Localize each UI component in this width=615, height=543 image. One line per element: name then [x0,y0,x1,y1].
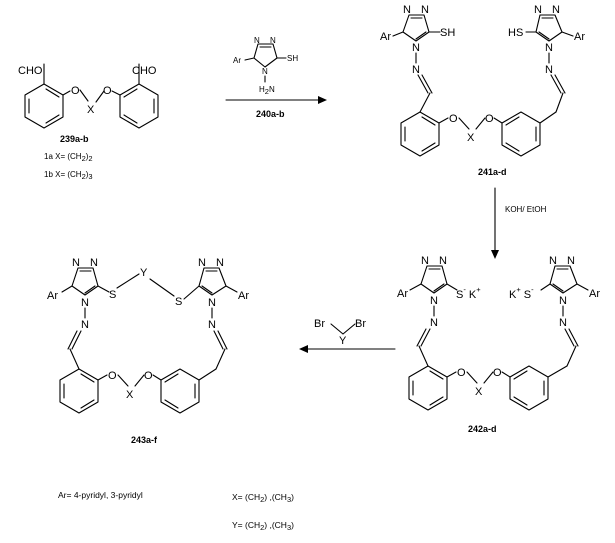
ar-243-r: Ar [238,290,249,302]
n-240-a: N [254,36,260,45]
n-242-2: N [439,255,447,267]
n-241-8: N [545,64,553,76]
n-243-6: N [216,257,224,269]
n-241-4: N [412,64,420,76]
x-242: X [475,386,483,398]
ar-240: Ar [233,56,241,65]
ar-242-r: Ar [589,288,600,300]
n-241-5: N [534,4,542,16]
o-right-label: O [103,85,112,97]
compound-239-id: 239a-b [60,134,89,144]
n-243-1: N [72,257,80,269]
n-241-1: N [403,4,411,16]
y-definition: Y= (CH2) ,(CH3) [232,520,294,532]
compound-243-id: 243a-f [131,435,158,445]
hs-241: HS [508,27,523,39]
reagent-240: N N SH Ar N H2N [233,36,298,96]
n-243-8: N [208,319,216,331]
arrow-1: 240a-b [225,96,327,119]
n-240-c: N [262,67,268,76]
n-242-5: N [549,255,557,267]
sh-241: SH [440,27,455,39]
n-242-8: N [559,317,567,329]
o-243-l: O [108,370,117,382]
n-243-3: N [81,297,89,309]
s-243-l: S [109,289,116,301]
sh-240: SH [287,54,298,63]
n-241-6: N [552,4,560,16]
n-242-7: N [559,295,567,307]
compound-241: N N SH Ar N N N N HS Ar N N O X O [380,4,585,177]
n-242-4: N [430,317,438,329]
o-241-l: O [449,113,458,125]
n-240-b: N [270,36,276,45]
o-242-l: O [457,367,466,379]
n-243-4: N [81,319,89,331]
sub-1b: 1b X= (CH2)3 [44,170,93,181]
ar-definition: Ar= 4-pyridyl, 3-pyridyl [58,490,143,500]
o-left-label: O [71,85,80,97]
n-241-3: N [412,42,420,54]
ar-241-l: Ar [380,31,391,43]
s-243-r: S [175,296,182,308]
compound-239: CHO O X O CHO 239a-b 1a X= (CH2)2 1b X= … [18,63,159,181]
arrow-2: KOH/ EtOH [491,187,547,259]
n-241-7: N [545,42,553,54]
compound-241-id: 241a-d [478,167,507,177]
n-243-7: N [208,297,216,309]
br-left: Br [314,318,325,330]
s-242-r: K+ S- [509,285,534,301]
o-241-r: O [485,113,494,125]
n-242-3: N [430,295,438,307]
n-242-6: N [567,255,575,267]
sub-1a: 1a X= (CH2)2 [44,152,93,163]
ar-242-l: Ar [397,288,408,300]
footnotes: Ar= 4-pyridyl, 3-pyridyl X= (CH2) ,(CH3)… [58,490,294,532]
cho-left-label: CHO [18,65,43,77]
nh2-240: H2N [259,85,275,96]
reagent-240-id: 240a-b [256,109,285,119]
s-242-l: S- K+ [456,285,481,301]
cho-right-label: CHO [132,65,157,77]
arrow-3: Br Y Br [299,318,396,353]
x-241: X [467,132,475,144]
koh-label: KOH/ EtOH [505,205,547,214]
compound-242: N N S- K+ Ar N N N N K+ S- Ar N N O X O [397,255,600,434]
x-243: X [126,389,134,401]
n-243-2: N [90,257,98,269]
o-243-r: O [144,370,153,382]
x-label-239: X [87,104,95,116]
ar-243-l: Ar [47,290,58,302]
n-243-5: N [198,257,206,269]
compound-242-id: 242a-d [468,424,497,434]
y-243: Y [140,267,148,279]
y-reagent: Y [339,335,347,347]
x-definition: X= (CH2) ,(CH3) [232,492,294,504]
br-right: Br [355,318,366,330]
o-242-r: O [493,367,502,379]
n-242-1: N [421,255,429,267]
compound-243: N N S Y S Ar N N N N Ar N N O X O [47,257,249,445]
ar-241-r: Ar [574,31,585,43]
n-241-2: N [421,4,429,16]
